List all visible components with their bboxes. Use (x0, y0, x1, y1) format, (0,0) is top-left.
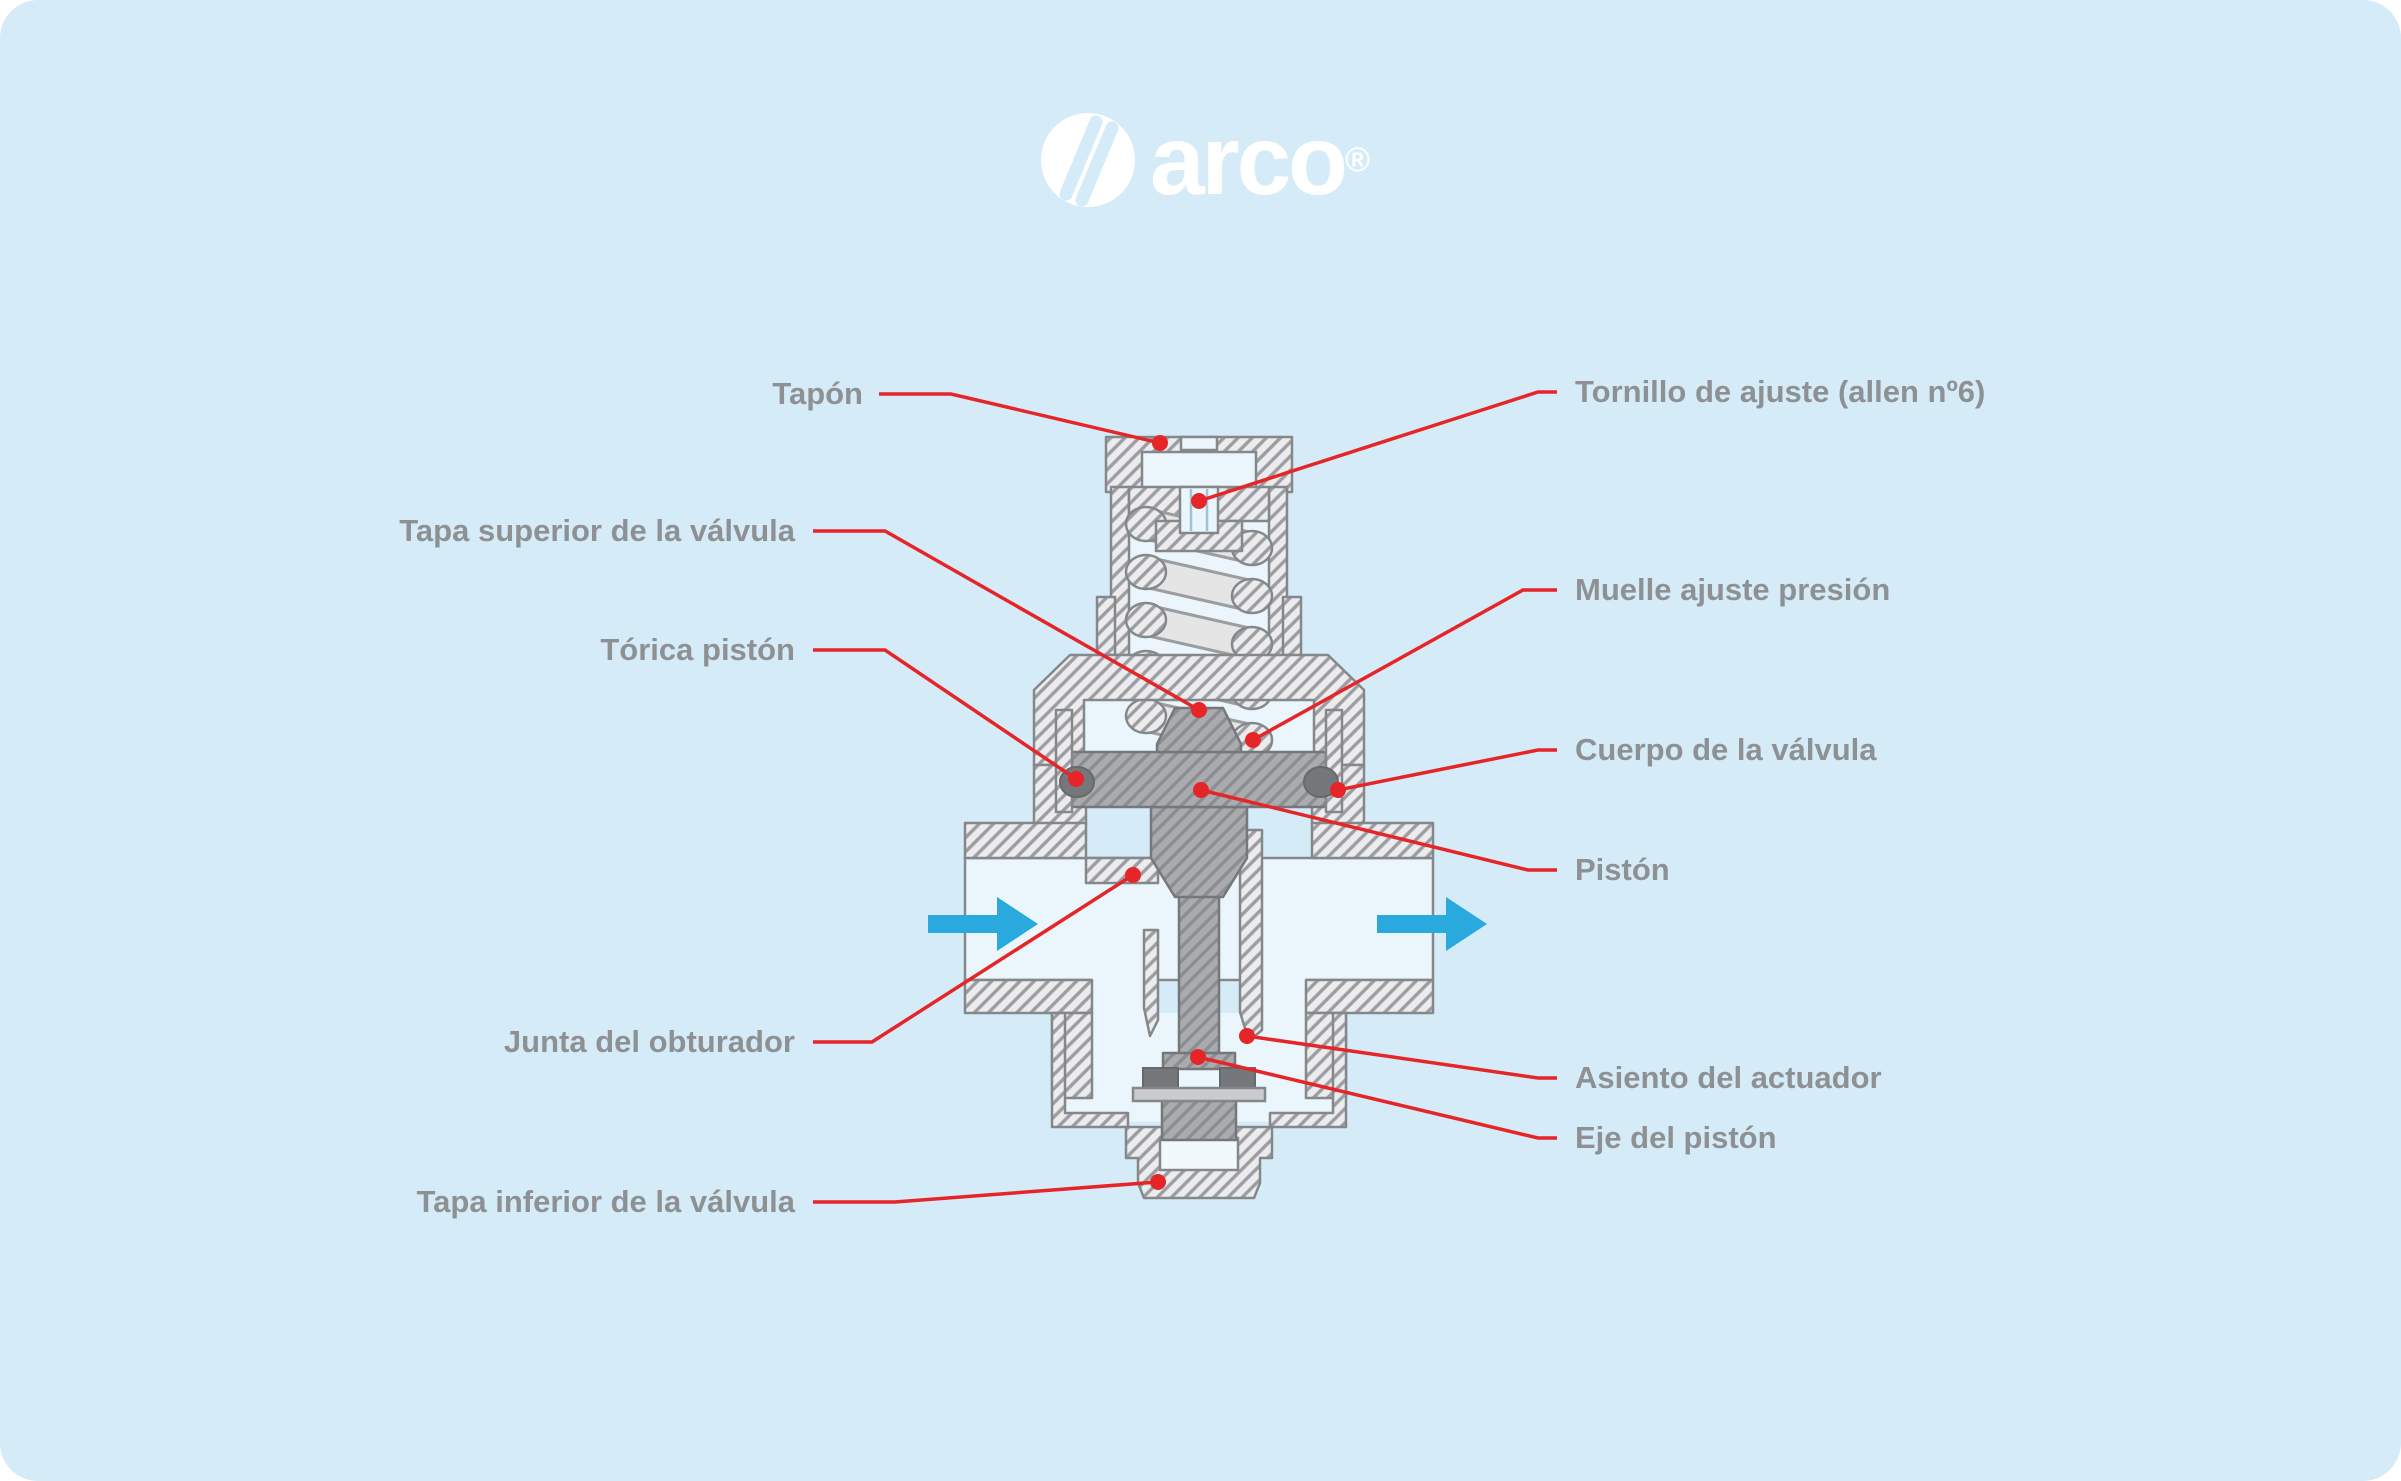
piston-shaft (1177, 878, 1221, 1058)
registered-mark: ® (1345, 140, 1371, 179)
adjustment-screw (1178, 485, 1220, 535)
inlet-upper-wall (963, 821, 1088, 860)
leader-tapon (879, 392, 1161, 445)
leader-dot-asiento (1239, 1028, 1255, 1044)
leader-dot-tapa-superior (1191, 702, 1207, 718)
leader-dot-eje (1190, 1049, 1206, 1065)
leader-dot-tornillo (1191, 493, 1207, 509)
bonnet (1095, 485, 1303, 657)
piston-diaphragm-plate (1070, 750, 1328, 809)
bonnet-ledge-right (1281, 595, 1303, 657)
bottom-cap-cavity (1158, 1136, 1240, 1172)
lower-chamber-wall-right (1268, 1011, 1348, 1129)
label-junta-obturador: Junta del obturador (503, 1024, 795, 1059)
brand-name: arco (1150, 105, 1348, 215)
outlet-upper-wall (1310, 821, 1435, 860)
leader-dot-junta (1125, 867, 1141, 883)
leader-muelle (1252, 588, 1557, 742)
diaphragm-wall-left (1054, 708, 1074, 814)
label-eje-piston: Eje del pistón (1575, 1120, 1777, 1155)
shutter-seal-right (1219, 1067, 1256, 1090)
piston-center-block (1149, 805, 1249, 899)
cap-chamber-cavity (1140, 450, 1258, 494)
leader-piston (1200, 788, 1557, 872)
leader-dot-cuerpo (1330, 782, 1346, 798)
brand-logo: arco ® (1040, 110, 1370, 210)
leader-eje (1197, 1055, 1557, 1140)
seat-lug-left (1084, 856, 1160, 885)
leader-dot-tapon (1152, 435, 1168, 451)
label-tapon: Tapón (772, 376, 863, 411)
arco-circle-slash-icon (1041, 113, 1135, 207)
bonnet-ledge-left (1095, 595, 1117, 657)
piston-assembly (1070, 706, 1328, 1142)
label-cuerpo: Cuerpo de la válvula (1575, 732, 1877, 767)
label-torica-piston: Tórica pistón (600, 632, 795, 667)
shutter-plate (1131, 1086, 1267, 1103)
outlet-lower-wall (1304, 978, 1435, 1015)
leader-tornillo (1198, 390, 1557, 503)
leader-tapa-superior (813, 529, 1200, 712)
leader-dot-tapa-inferior (1150, 1174, 1166, 1190)
label-muelle: Muelle ajuste presión (1575, 572, 1891, 607)
leader-dot-muelle (1245, 732, 1261, 748)
lower-chamber-wall-left (1050, 1011, 1130, 1129)
inlet-lower-wall (963, 978, 1094, 1015)
label-tapa-superior: Tapa superior de la válvula (399, 513, 795, 548)
shutter-seal-left (1142, 1067, 1179, 1090)
guide-wall-left (1142, 928, 1160, 1038)
leader-cuerpo (1337, 748, 1557, 792)
flow-out-arrow-icon (1377, 897, 1487, 951)
cap-notch (1179, 435, 1219, 452)
flow-in-arrow-icon (928, 897, 1038, 951)
label-tornillo-ajuste: Tornillo de ajuste (allen nº6) (1575, 374, 1986, 409)
leader-junta (813, 873, 1134, 1044)
piston-nut (1160, 1099, 1238, 1142)
label-asiento: Asiento del actuador (1575, 1060, 1882, 1095)
label-tapa-inferior: Tapa inferior de la válvula (416, 1184, 795, 1219)
leader-asiento (1246, 1034, 1557, 1080)
piston-top-knob (1155, 706, 1243, 754)
leader-dot-piston (1193, 782, 1209, 798)
leader-tapa-inferior (813, 1180, 1159, 1204)
label-piston: Pistón (1575, 852, 1670, 887)
leader-dot-torica (1068, 771, 1084, 787)
leader-lines (813, 390, 1557, 1204)
leader-torica (813, 648, 1077, 781)
